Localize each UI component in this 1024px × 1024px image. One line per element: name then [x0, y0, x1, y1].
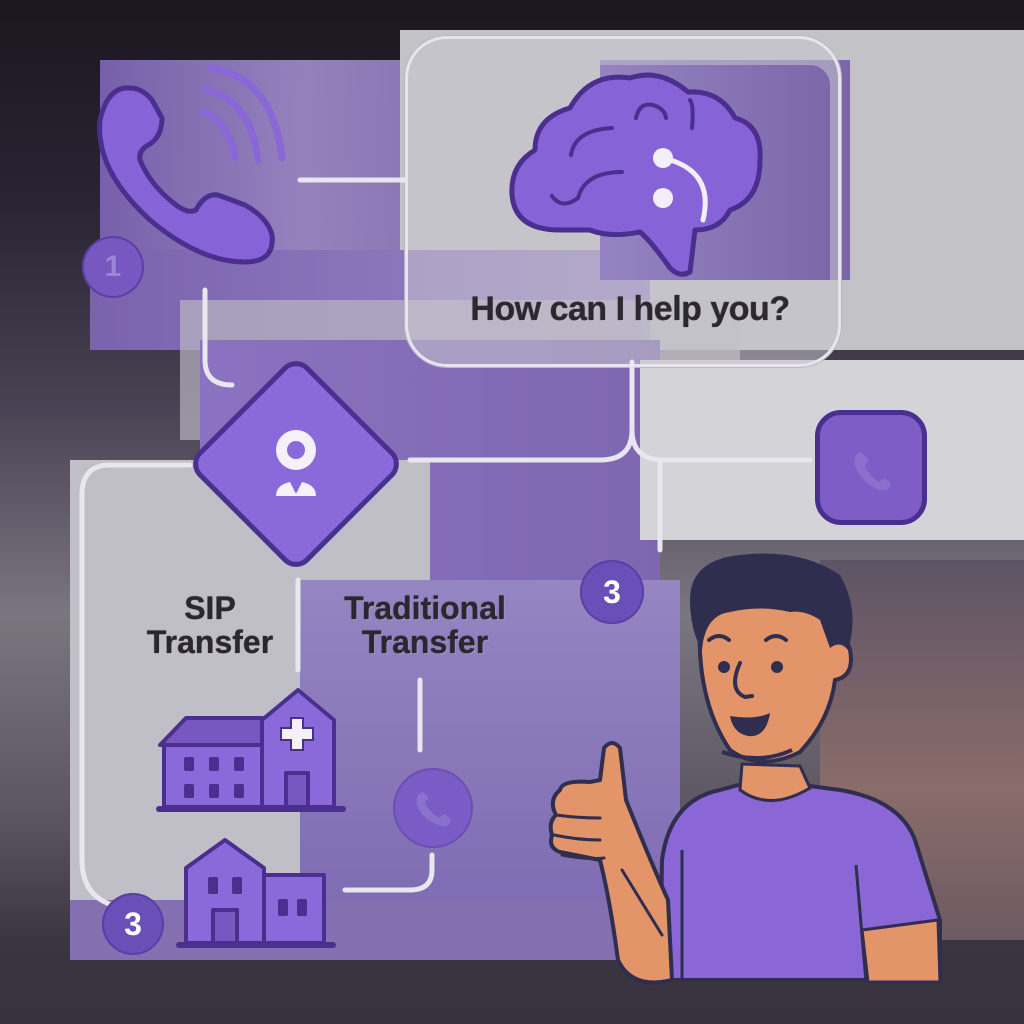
- step-badge-1-number: 1: [104, 250, 122, 283]
- traditional-transfer-label: Traditional Transfer: [330, 590, 520, 660]
- phone-circle-icon: [393, 768, 473, 848]
- phone-square-icon: [815, 410, 927, 525]
- step-badge-3-bottom-number: 3: [124, 905, 142, 942]
- step-badge-1: 1: [82, 236, 144, 298]
- sip-transfer-line2: Transfer: [146, 623, 274, 660]
- traditional-transfer-line1: Traditional: [344, 590, 506, 626]
- traditional-transfer-line2: Transfer: [361, 623, 489, 660]
- sip-transfer-label: SIP Transfer: [130, 590, 290, 660]
- step-badge-3-middle: 3: [580, 560, 644, 624]
- sip-transfer-line1: SIP: [184, 590, 236, 626]
- step-badge-3-middle-number: 3: [603, 573, 621, 610]
- bg-band-bottom-purple: [70, 900, 670, 960]
- step-badge-3-bottom: 3: [102, 893, 164, 955]
- ai-prompt-text: How can I help you?: [470, 290, 790, 328]
